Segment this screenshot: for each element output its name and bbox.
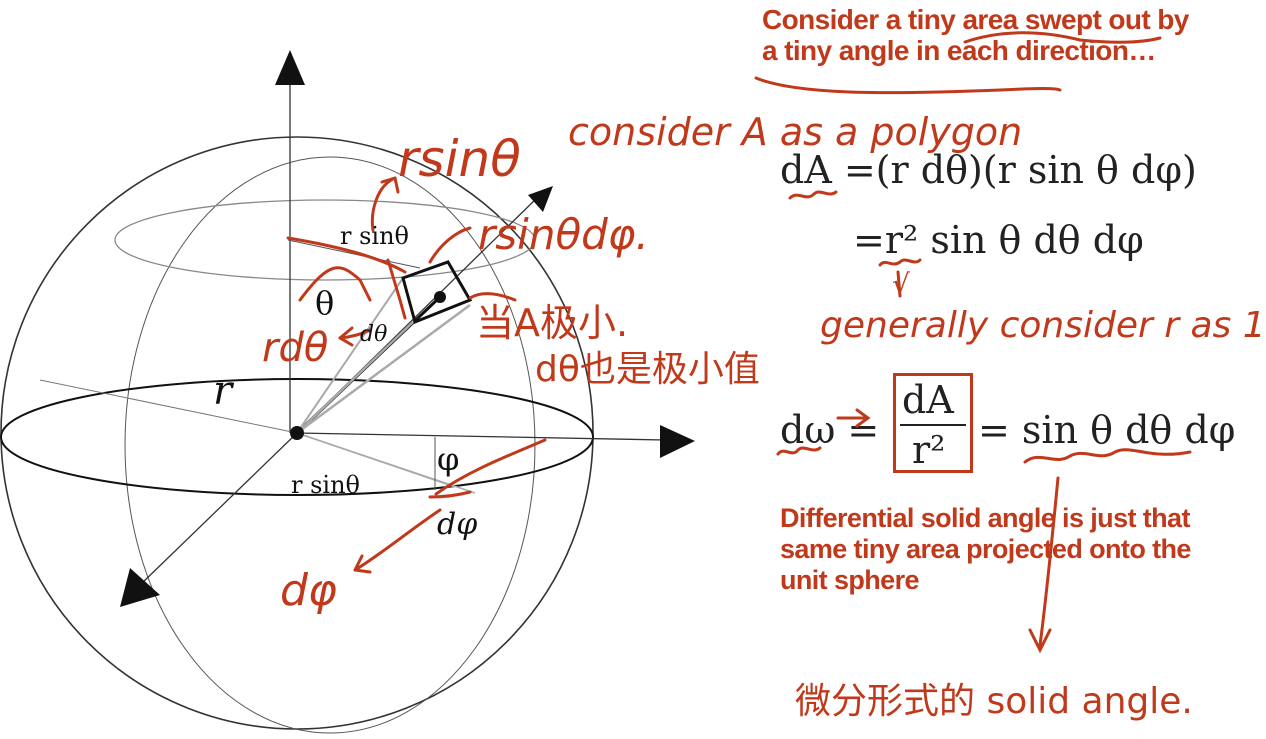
note-rdtheta: rdθ: [262, 325, 329, 371]
label-r: r: [213, 368, 233, 414]
note-dang-a-ji-xiao: 当A极小.: [476, 301, 629, 345]
underline-sin-theta: [1023, 448, 1192, 464]
underline-swept-out: [963, 31, 1162, 44]
red-dphi-arc-2: [428, 490, 472, 499]
cone-ray-2: [296, 319, 416, 434]
patch-center-point: [434, 291, 446, 303]
x-axis-arrowhead: [660, 425, 695, 458]
label-theta: θ: [315, 284, 335, 322]
note-consider-polygon: consider A as a polygon: [568, 110, 1023, 154]
red-rdtheta-arrowhead: [338, 326, 354, 347]
red-dphi-arrowhead: [353, 554, 372, 574]
equation-dA-line-1: dA =(r dθ)(r sin θ dφ): [780, 148, 1197, 192]
red-rsindphi-arrow: [428, 226, 472, 264]
caption-line-1: Differential solid angle is just that: [780, 503, 1190, 533]
phi-ray-2: [296, 432, 476, 494]
red-patch-side: [386, 258, 407, 320]
red-right-hook: [468, 292, 517, 302]
underline-tiny-angle: [754, 76, 1062, 95]
red-annotation-strokes: [286, 176, 547, 574]
note-rsinthetadphi: rsinθdφ.: [478, 210, 649, 259]
label-phi: φ: [437, 440, 460, 478]
tiny-area-patch: [401, 260, 473, 325]
headline-line-1: Consider a tiny area swept out by: [762, 4, 1189, 35]
equation-frac-num: dA: [902, 378, 954, 422]
equator-ellipse: [0, 378, 594, 496]
origin-point: [290, 426, 304, 440]
fraction-box: [893, 373, 973, 473]
equation-domega-rhs: = sin θ dθ dφ: [978, 408, 1236, 452]
arrow-r-down: [896, 270, 902, 298]
cone-ray-1: [296, 303, 471, 435]
latitude-circle: [114, 199, 536, 281]
note-weifen-solid-angle: 微分形式的 solid angle.: [795, 681, 1193, 722]
note-dtheta-ye-shi: dθ也是极小值: [535, 349, 760, 390]
note-dphi: dφ: [280, 565, 337, 616]
radius-arrowhead: [528, 186, 553, 212]
note-rsintheta: rsinθ: [398, 130, 521, 188]
equation-dA-line-2: =r² sin θ dθ dφ: [853, 218, 1144, 262]
z-axis-arrowhead: [275, 50, 305, 85]
red-latitude-highlight: [286, 236, 407, 274]
equation-frac-den: r²: [912, 428, 946, 472]
underline-domega: [776, 446, 822, 456]
note-r-arrow-hint: √: [892, 268, 910, 301]
label-dtheta: dθ: [360, 322, 388, 347]
rsintheta-radius-line: [287, 239, 421, 269]
underline-r2: [878, 258, 922, 267]
red-dphi-arc: [434, 438, 547, 496]
label-rsintheta-top: r sinθ: [340, 222, 409, 250]
note-generally-r1: generally consider r as 1: [820, 305, 1266, 346]
x-axis: [296, 432, 666, 441]
red-rsin-arrowhead: [380, 176, 400, 194]
caption-line-2: same tiny area projected onto the: [780, 534, 1191, 564]
arrow-to-chinese-note: [1038, 476, 1060, 647]
cone-ray-3: [296, 277, 404, 434]
caption-line-3: unit sphere: [780, 565, 920, 595]
radius-line-left: [39, 379, 298, 434]
y-axis: [139, 432, 298, 586]
red-theta-arc: [298, 266, 372, 302]
caption: Differential solid angle is just that sa…: [780, 503, 1245, 596]
arrow-to-chinese-note-head: [1028, 628, 1052, 654]
label-dphi: dφ: [437, 507, 478, 542]
underline-dA: [788, 190, 838, 200]
y-axis-arrowhead: [120, 568, 160, 607]
red-dphi-arrow: [353, 508, 442, 572]
label-rsintheta-bottom: r sinθ: [291, 471, 360, 499]
arrow-to-fraction-head: [855, 408, 871, 428]
fraction-bar: [900, 424, 966, 426]
